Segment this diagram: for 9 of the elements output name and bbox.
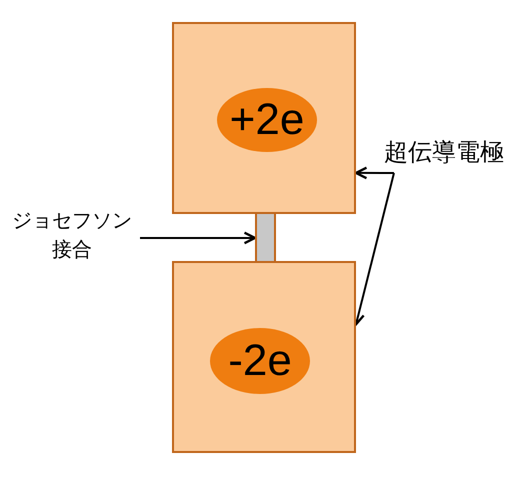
charge-label: +2e	[230, 98, 304, 142]
arrow	[140, 232, 256, 244]
electrode-box	[172, 22, 356, 214]
junction-bar	[255, 214, 276, 261]
electrode-box	[172, 261, 356, 453]
charge-label: -2e	[228, 339, 292, 383]
callout-label: ジョセフソン接合	[4, 206, 140, 264]
arrow	[354, 166, 394, 180]
callout-label: 超伝導電極	[378, 138, 510, 173]
